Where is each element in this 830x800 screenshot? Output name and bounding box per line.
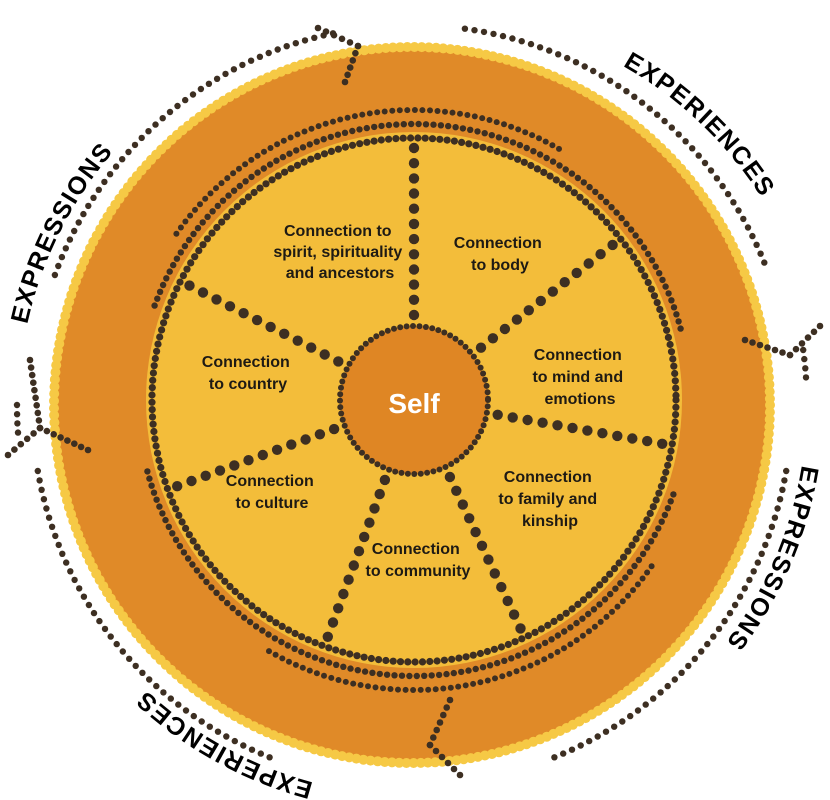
outer-arrow-heads xyxy=(4,24,824,779)
inner-dotted-rings xyxy=(144,107,684,693)
spokes xyxy=(172,142,668,642)
dot-patterns xyxy=(4,24,824,779)
segment-spirit-label: Connection to spirit, spirituality and a… xyxy=(273,223,406,282)
self-label: Self xyxy=(388,388,440,419)
self-center-circle xyxy=(337,323,491,477)
outer-dotted-arcs xyxy=(13,25,810,761)
self-circle-dotted-edge xyxy=(337,323,491,477)
outer-ring-dotted-edge xyxy=(49,42,775,768)
segment-culture-label: Connection to culture xyxy=(226,473,318,512)
segment-community-label: Connection to community xyxy=(366,541,471,580)
segment-mind-label: Connection to mind and emotions xyxy=(532,347,627,408)
segment-country-label: Connection to country xyxy=(202,354,294,393)
segment-body-label: Connection to body xyxy=(454,235,546,274)
segment-family-label: Connection to family and kinship xyxy=(498,469,601,530)
self-circle xyxy=(340,326,488,474)
